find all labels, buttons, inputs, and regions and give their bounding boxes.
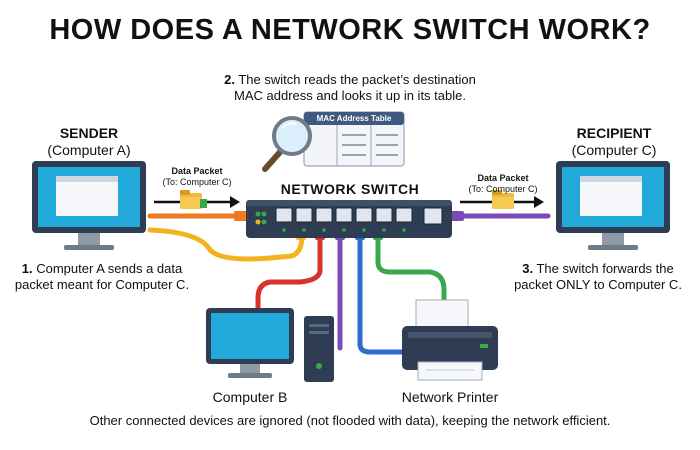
cable-green-printer [375, 233, 447, 309]
folder-icon [180, 190, 207, 209]
recipient-computer-icon [556, 161, 670, 250]
packet-left-title: Data Packet [171, 166, 223, 176]
folder-icon [492, 190, 514, 209]
step-3-line-1: The switch forwards the [536, 261, 674, 276]
page-title: HOW DOES A NETWORK SWITCH WORK? [49, 14, 651, 46]
sender-title: SENDER [59, 125, 119, 141]
packet-right-title: Data Packet [477, 173, 529, 183]
packet-right-sub: (To: Computer C) [468, 184, 538, 194]
sender-subtitle: (Computer A) [47, 142, 131, 158]
sender-label: SENDER (Computer A) [20, 125, 158, 159]
arrow-to-switch [154, 190, 240, 209]
step-2-number: 2. [224, 72, 235, 87]
network-switch-icon [246, 200, 452, 238]
arrow-to-recipient [460, 190, 544, 209]
switch-label: NETWORK SWITCH [280, 181, 420, 197]
recipient-label: RECIPIENT (Computer C) [545, 125, 683, 159]
step-3-number: 3. [522, 261, 534, 276]
recipient-subtitle: (Computer C) [571, 142, 657, 158]
step-1-number: 1. [21, 261, 33, 276]
step-2-line-2: MAC address and looks it up in its table… [234, 88, 466, 103]
computer-b-label: Computer B [212, 389, 288, 405]
cable-blue-printer [357, 233, 407, 355]
sender-computer-icon [32, 161, 146, 250]
step-2-line-1: The switch reads the packet’s destinatio… [238, 72, 476, 87]
packet-label-left: Data Packet (To: Computer C) [150, 166, 244, 188]
cable-computer-b-red [255, 233, 323, 319]
printer-label: Network Printer [401, 389, 499, 405]
cable-sender-yellow [147, 227, 305, 262]
step-3-text: 3. The switch forwards the packet ONLY t… [500, 261, 696, 293]
printer-icon [402, 299, 498, 381]
step-1-text: 1. Computer A sends a data packet meant … [4, 261, 200, 293]
computer-b-icon [206, 308, 334, 382]
step-2-text: 2. The switch reads the packet’s destina… [200, 72, 500, 104]
step-1-line-2: packet meant for Computer C. [14, 277, 190, 292]
packet-left-sub: (To: Computer C) [162, 177, 232, 187]
mac-table-icon [303, 111, 405, 167]
recipient-title: RECIPIENT [576, 125, 652, 141]
step-1-line-1: Computer A sends a data [36, 261, 183, 276]
mac-table-label: MAC Address Table [316, 114, 392, 123]
magnifier-icon [262, 116, 312, 172]
footer-note: Other connected devices are ignored (not… [89, 413, 611, 428]
packet-label-right: Data Packet (To: Computer C) [456, 173, 550, 195]
step-3-line-2: packet ONLY to Computer C. [514, 277, 682, 292]
